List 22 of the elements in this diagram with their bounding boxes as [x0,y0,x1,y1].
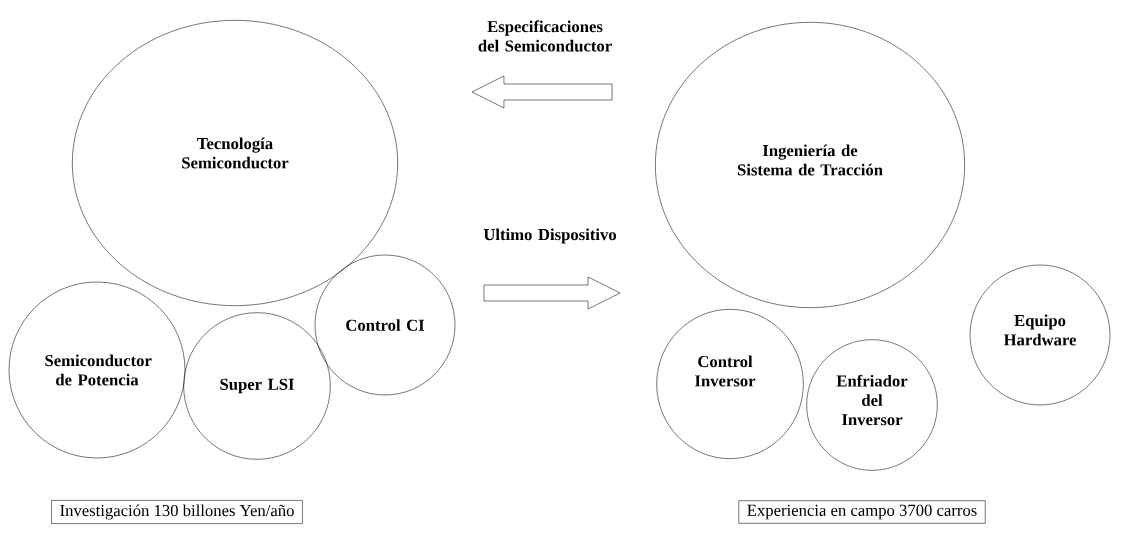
block-arrow [483,276,621,310]
text-box: Experiencia en campo 3700 carros [738,500,986,524]
block-arrow [471,75,613,109]
circle-label: Tecnología Semiconductor [182,137,289,169]
edge-label: Ultimo Dispositivo [483,228,617,244]
edge-label: Especificaciones del Semiconductor [478,20,612,52]
text-box: Investigación 130 billones Yen/año [51,500,303,524]
circle-label: Ingeniería de Sistema de Tracción [737,144,883,176]
circle [183,312,331,460]
circle [969,264,1111,406]
circle-label: Control Inversor [695,355,756,387]
circle [806,339,938,471]
circle-label: Semiconductor de Potencia [45,354,152,386]
circle [655,22,965,308]
circle [314,254,456,396]
circle-label: Enfriador del Inversor [836,374,908,426]
circle-label: Super LSI [220,378,294,394]
circle-label: Equipo Hardware [1003,314,1076,346]
circle [656,309,804,459]
circle-label: Control CI [346,319,425,331]
circle [8,281,186,459]
circle [72,20,398,306]
